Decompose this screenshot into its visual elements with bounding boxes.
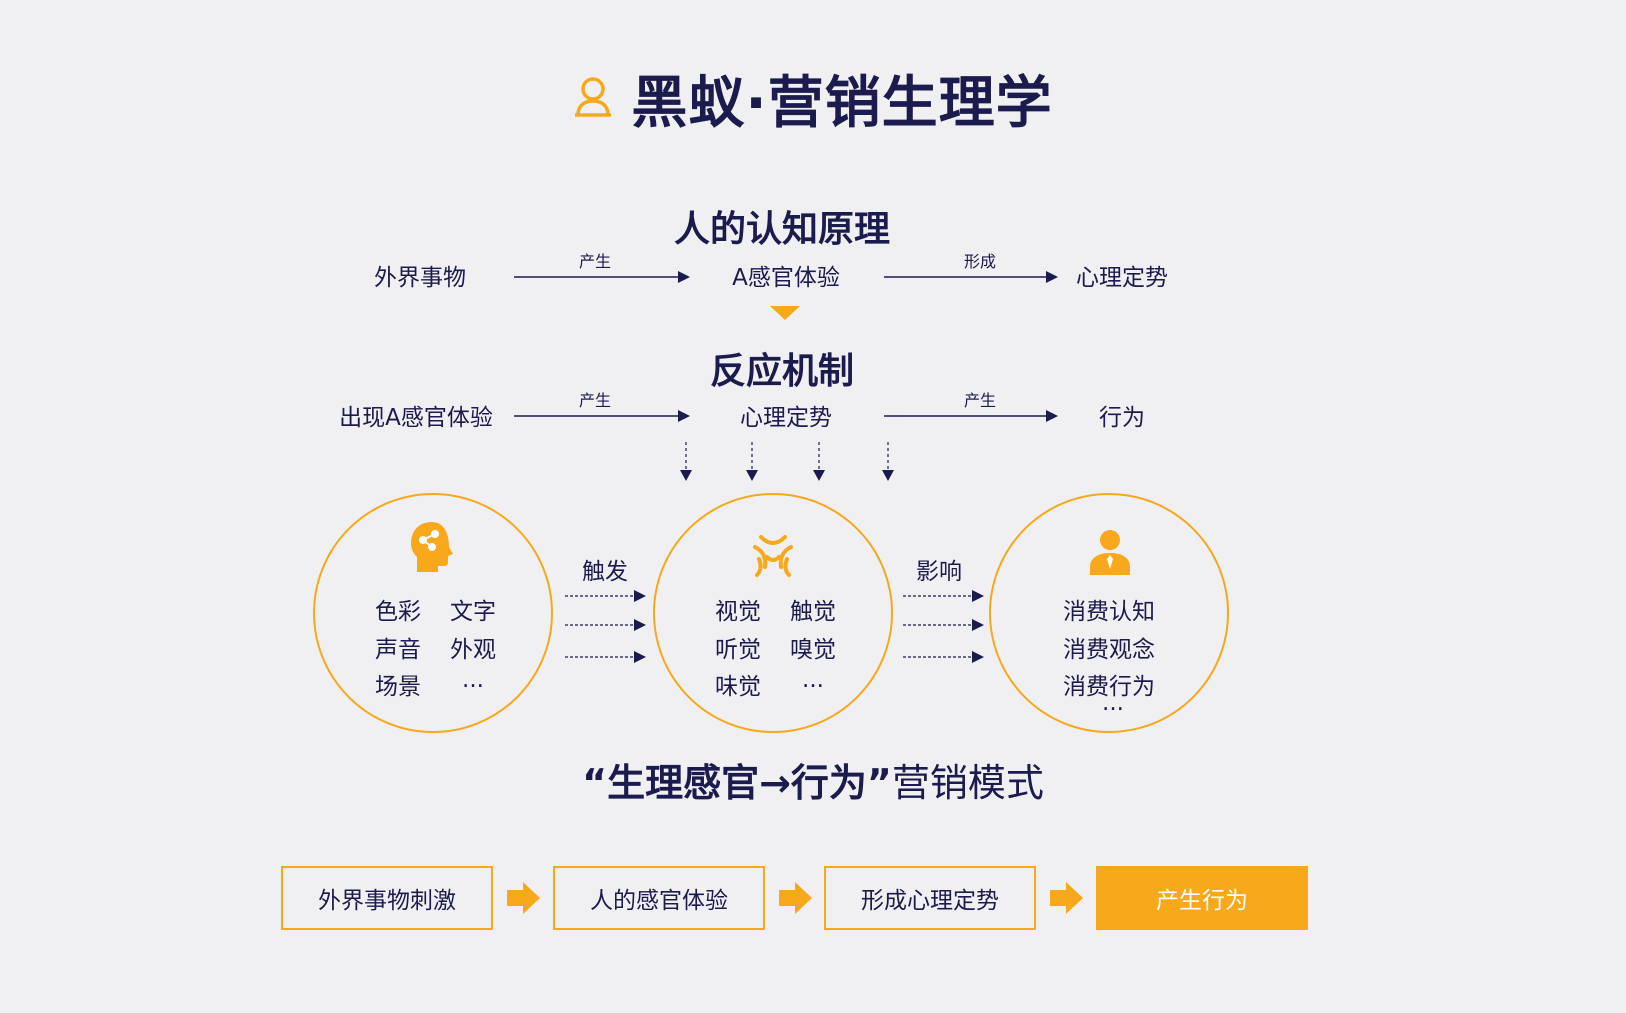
cognition-arrow-1 xyxy=(514,271,690,283)
circle2-item-4: 嗅觉 xyxy=(790,637,836,663)
circle-behavior xyxy=(989,493,1229,733)
reaction-node-2: 心理定势 xyxy=(740,405,832,431)
cognition-node-3: 心理定势 xyxy=(1076,265,1168,291)
circle2-item-3: 听觉 xyxy=(715,637,761,663)
circle3-item-3: 消费行为 xyxy=(1063,674,1155,700)
cognition-arrow-label-1: 产生 xyxy=(578,252,611,271)
trigger-label: 触发 xyxy=(582,559,628,585)
circle1-item-5: 场景 xyxy=(375,674,421,700)
reaction-arrow-label-2: 产生 xyxy=(963,391,996,410)
circle2-item-1: 视觉 xyxy=(715,599,761,625)
circle3-item-4: ... xyxy=(1102,690,1124,716)
step-box-2: 人的感官体验 xyxy=(553,866,765,930)
step-arrow-icon xyxy=(1050,882,1083,914)
step-box-1: 外界事物刺激 xyxy=(281,866,493,930)
step-arrow-icon xyxy=(779,882,812,914)
circle3-item-2: 消费观念 xyxy=(1063,637,1155,663)
step-arrow-icon xyxy=(507,882,540,914)
senses-icon xyxy=(753,535,793,577)
circle1-item-6: ... xyxy=(462,667,484,693)
influence-label: 影响 xyxy=(916,559,962,585)
circle1-item-4: 外观 xyxy=(450,637,496,663)
circle3-item-1: 消费认知 xyxy=(1063,599,1155,625)
cognition-node-1: 外界事物 xyxy=(374,265,466,291)
reaction-node-1: 出现A感官体验 xyxy=(339,405,493,431)
mode-heading: “生理感官→行为”营销模式 xyxy=(0,752,1626,807)
circle2-item-5: 味觉 xyxy=(715,674,761,700)
influence-arrows xyxy=(903,590,984,663)
reaction-arrow-1 xyxy=(514,410,690,422)
title-text: 黑蚁·营销生理学 xyxy=(631,70,1053,136)
reaction-arrow-label-1: 产生 xyxy=(578,391,611,410)
circle-senses xyxy=(653,493,893,733)
reaction-heading: 反应机制 xyxy=(709,351,854,392)
down-triangle-icon xyxy=(770,306,800,320)
mode-light-text: 营销模式 xyxy=(891,761,1044,805)
page-title: 黑蚁·营销生理学 xyxy=(0,58,1626,138)
circle1-item-1: 色彩 xyxy=(375,599,421,625)
circle2-item-6: ... xyxy=(802,667,824,693)
cognition-heading: 人的认知原理 xyxy=(673,209,890,250)
step-box-4: 产生行为 xyxy=(1096,866,1308,930)
reaction-node-3: 行为 xyxy=(1099,405,1145,431)
dashed-down-arrows xyxy=(680,442,894,481)
user-icon xyxy=(575,77,612,117)
person-icon xyxy=(1090,530,1130,575)
step-box-3: 形成心理定势 xyxy=(824,866,1036,930)
circle1-item-3: 声音 xyxy=(375,637,421,663)
reaction-arrow-2 xyxy=(884,410,1058,422)
cognition-node-2: A感官体验 xyxy=(732,265,840,291)
mode-bold-text: “生理感官→行为” xyxy=(582,761,892,805)
trigger-arrows xyxy=(565,590,646,663)
cognition-arrow-label-2: 形成 xyxy=(963,252,996,271)
cognition-arrow-2 xyxy=(884,271,1058,283)
circle2-item-2: 触觉 xyxy=(790,599,836,625)
circle1-item-2: 文字 xyxy=(450,599,496,625)
head-brain-icon xyxy=(411,522,453,572)
circle-stimulus xyxy=(313,493,553,733)
